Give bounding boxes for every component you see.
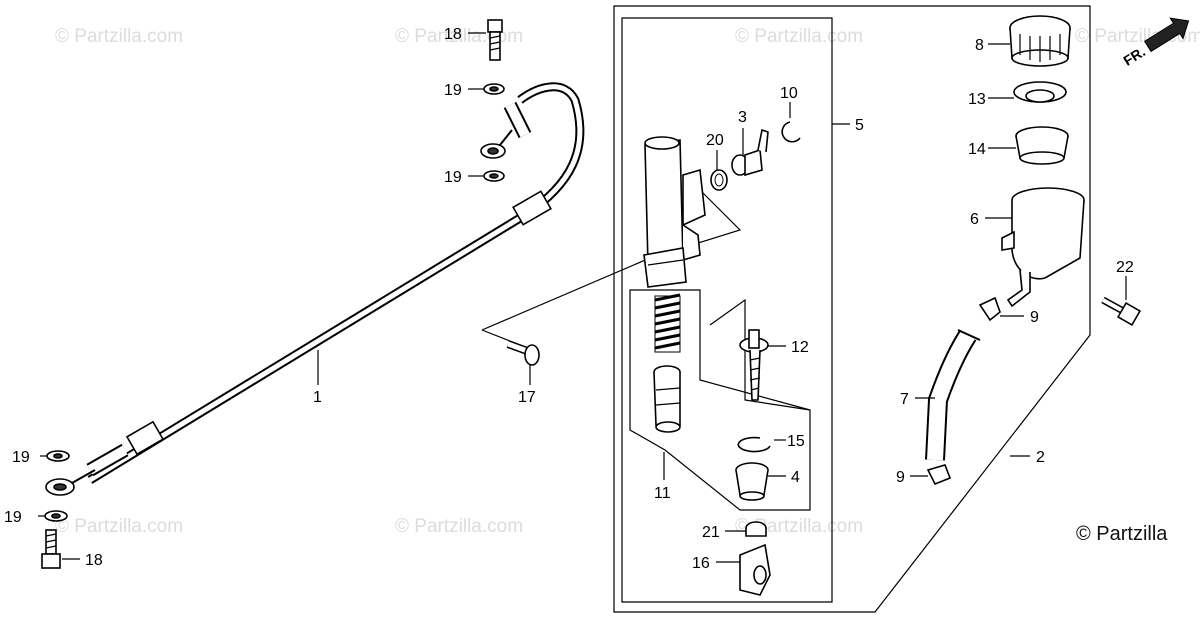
callout-20: 20 <box>706 132 724 149</box>
bolt-22 <box>1101 296 1142 327</box>
arrow-right-icon <box>1143 17 1190 53</box>
clip-9-top <box>978 296 1001 322</box>
callouts: 18 19 19 19 19 18 1 17 3 20 10 5 12 15 4… <box>4 26 1134 572</box>
callout-14: 14 <box>968 141 986 158</box>
nut-21 <box>745 521 767 537</box>
callout-7: 7 <box>900 391 909 408</box>
callout-18-bottom: 18 <box>85 552 103 569</box>
joint-16 <box>739 543 771 596</box>
callout-19-a: 19 <box>444 82 462 99</box>
watermark-1: © Partzilla.com <box>55 26 183 47</box>
spring <box>654 293 681 353</box>
bolt-17 <box>506 340 540 366</box>
callout-16: 16 <box>692 555 710 572</box>
watermark-6: © Partzilla.com <box>395 516 523 537</box>
callout-10: 10 <box>780 85 798 102</box>
callout-19-d: 19 <box>4 509 22 526</box>
tube-7 <box>925 329 981 461</box>
callout-9-top: 9 <box>1030 309 1039 326</box>
leader-lines <box>38 32 1127 563</box>
reservoir-parts <box>925 15 1085 486</box>
bolt-18-bottom <box>41 529 61 569</box>
callout-9-bottom: 9 <box>896 469 905 486</box>
reservoir-6 <box>1001 187 1085 308</box>
watermark-3: © Partzilla.com <box>735 26 863 47</box>
callout-5: 5 <box>855 117 864 134</box>
callout-21: 21 <box>702 524 720 541</box>
boot-4 <box>735 462 769 501</box>
cap-8 <box>1009 15 1071 67</box>
assembly-frame-outer <box>613 5 1091 613</box>
callout-15: 15 <box>787 433 805 450</box>
watermarks: © Partzilla.com © Partzilla.com © Partzi… <box>55 26 1200 537</box>
callout-17: 17 <box>518 389 536 406</box>
callout-6: 6 <box>970 211 979 228</box>
callout-3: 3 <box>738 109 747 126</box>
callout-8: 8 <box>975 37 984 54</box>
callout-13: 13 <box>968 91 986 108</box>
front-arrow-label: FR. <box>1120 43 1148 69</box>
callout-2: 2 <box>1036 449 1045 466</box>
clip-9-bottom <box>926 464 952 486</box>
assembly-frame-inner <box>621 17 833 603</box>
hose-joint-3 <box>731 128 769 177</box>
master-cylinder <box>643 136 706 288</box>
circlip-10 <box>781 121 801 143</box>
callout-18-top: 18 <box>444 26 462 43</box>
cylinder-parts <box>653 121 801 596</box>
copyright-label: © Partzilla <box>1076 523 1168 545</box>
watermark-5: © Partzilla.com <box>55 516 183 537</box>
diaphragm-14 <box>1015 126 1069 165</box>
callout-11: 11 <box>654 485 671 502</box>
hardware <box>41 19 1142 569</box>
brake-hose <box>45 82 585 496</box>
callout-1: 1 <box>313 389 322 406</box>
piston <box>653 365 681 433</box>
callout-19-b: 19 <box>444 169 462 186</box>
callout-22: 22 <box>1116 259 1134 276</box>
bolt-18-top <box>487 19 503 61</box>
watermark-7: © Partzilla.com <box>735 516 863 537</box>
plate-13 <box>1013 81 1067 103</box>
callout-4: 4 <box>791 469 800 486</box>
callout-19-c: 19 <box>12 449 30 466</box>
callout-12: 12 <box>791 339 809 356</box>
pushrod-12 <box>739 329 769 401</box>
snap-ring-15 <box>737 436 771 453</box>
piston-group-frame <box>629 289 811 511</box>
